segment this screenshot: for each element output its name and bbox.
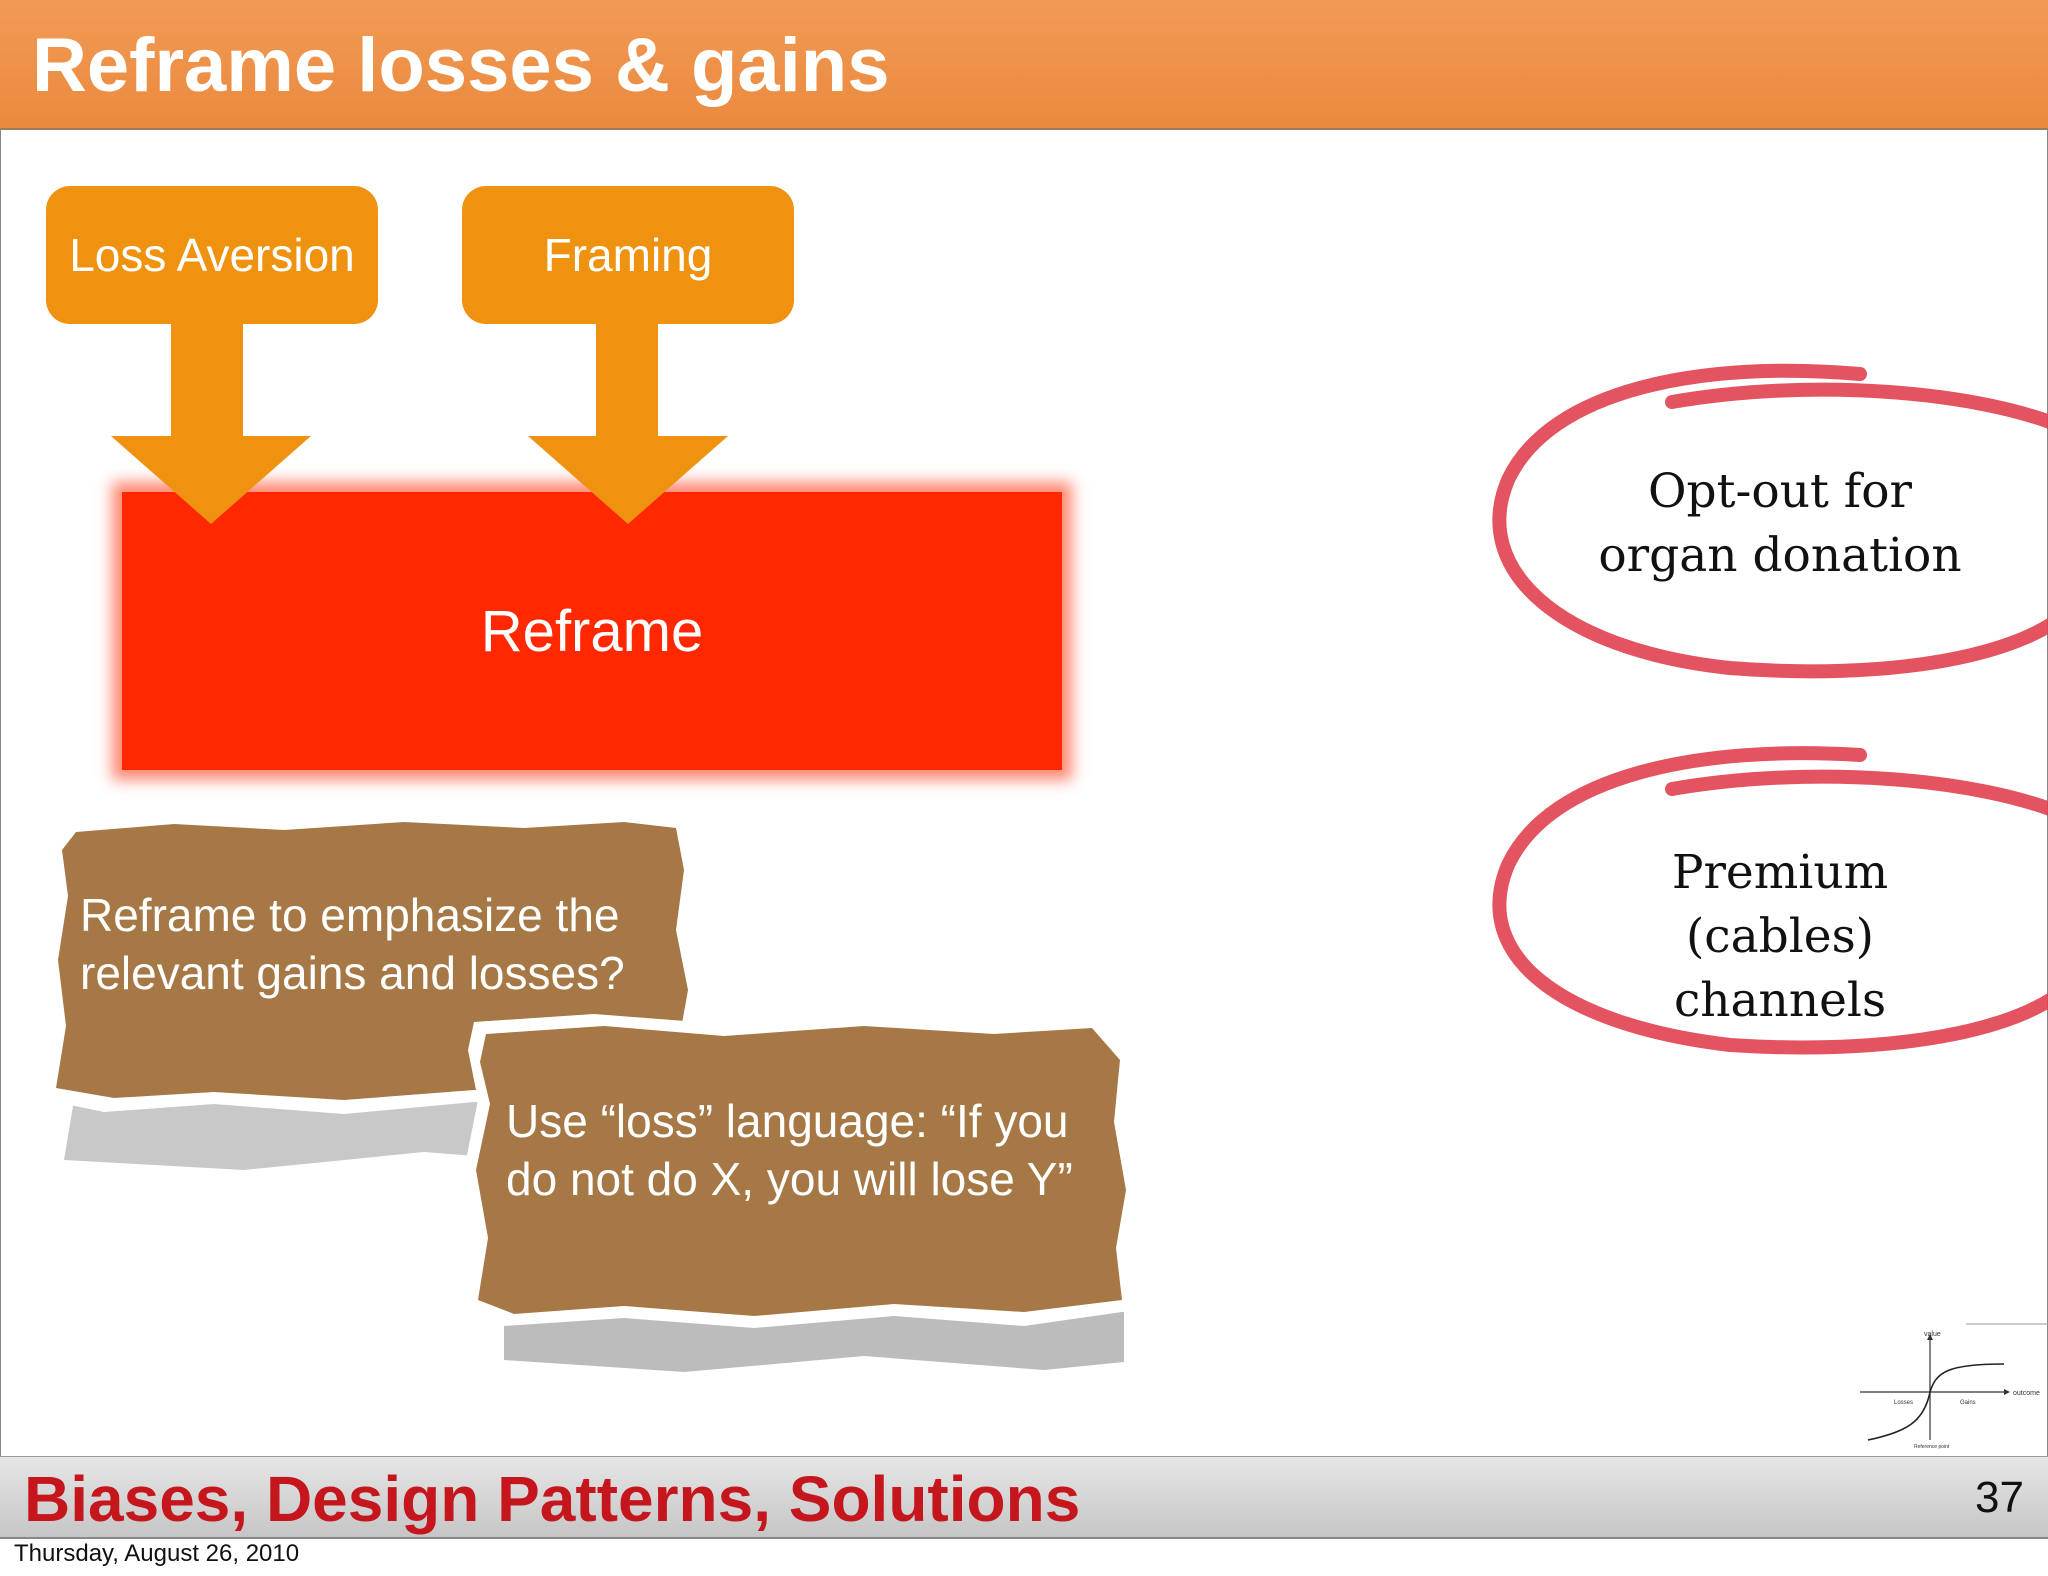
footer-title: Biases, Design Patterns, Solutions bbox=[24, 1463, 1081, 1535]
reframe-box bbox=[122, 492, 1062, 770]
slide-title: Reframe losses & gains bbox=[32, 23, 890, 108]
loss-aversion-box: Loss Aversion bbox=[46, 186, 378, 324]
graph-losses-label: Losses bbox=[1894, 1400, 1913, 1406]
note-text: Reframe to emphasize the relevant gains … bbox=[80, 889, 625, 999]
footer-bar: Biases, Design Patterns, Solutions 37 bbox=[0, 1456, 2048, 1539]
example-circle: Premium (cables) channels bbox=[1480, 745, 2048, 1065]
date-stamp: Thursday, August 26, 2010 bbox=[14, 1540, 300, 1567]
example-text: Premium (cables) channels bbox=[1671, 845, 1889, 1028]
note-card: Use “loss” language: “If you do not do X… bbox=[464, 1010, 1144, 1390]
note-text: Use “loss” language: “If you do not do X… bbox=[506, 1095, 1073, 1205]
page-number: 37 bbox=[1975, 1473, 2024, 1522]
graph-reference-label: Reference point bbox=[1914, 1444, 1950, 1450]
down-arrow-icon bbox=[111, 322, 311, 524]
graph-gains-label: Gains bbox=[1960, 1400, 1976, 1406]
graph-x-label: outcome bbox=[2013, 1390, 2040, 1397]
framing-box: Framing bbox=[462, 186, 794, 324]
graph-y-label: value bbox=[1924, 1331, 1941, 1338]
example-text: Opt-out for organ donation bbox=[1598, 464, 1962, 583]
title-bar: Reframe losses & gains bbox=[0, 0, 2048, 130]
value-function-graph: value outcome Losses Gains Reference poi… bbox=[1860, 1323, 2048, 1450]
reframe-label: Reframe bbox=[480, 598, 704, 664]
down-arrow-icon bbox=[528, 322, 728, 524]
example-circle: Opt-out for organ donation bbox=[1480, 350, 2048, 700]
